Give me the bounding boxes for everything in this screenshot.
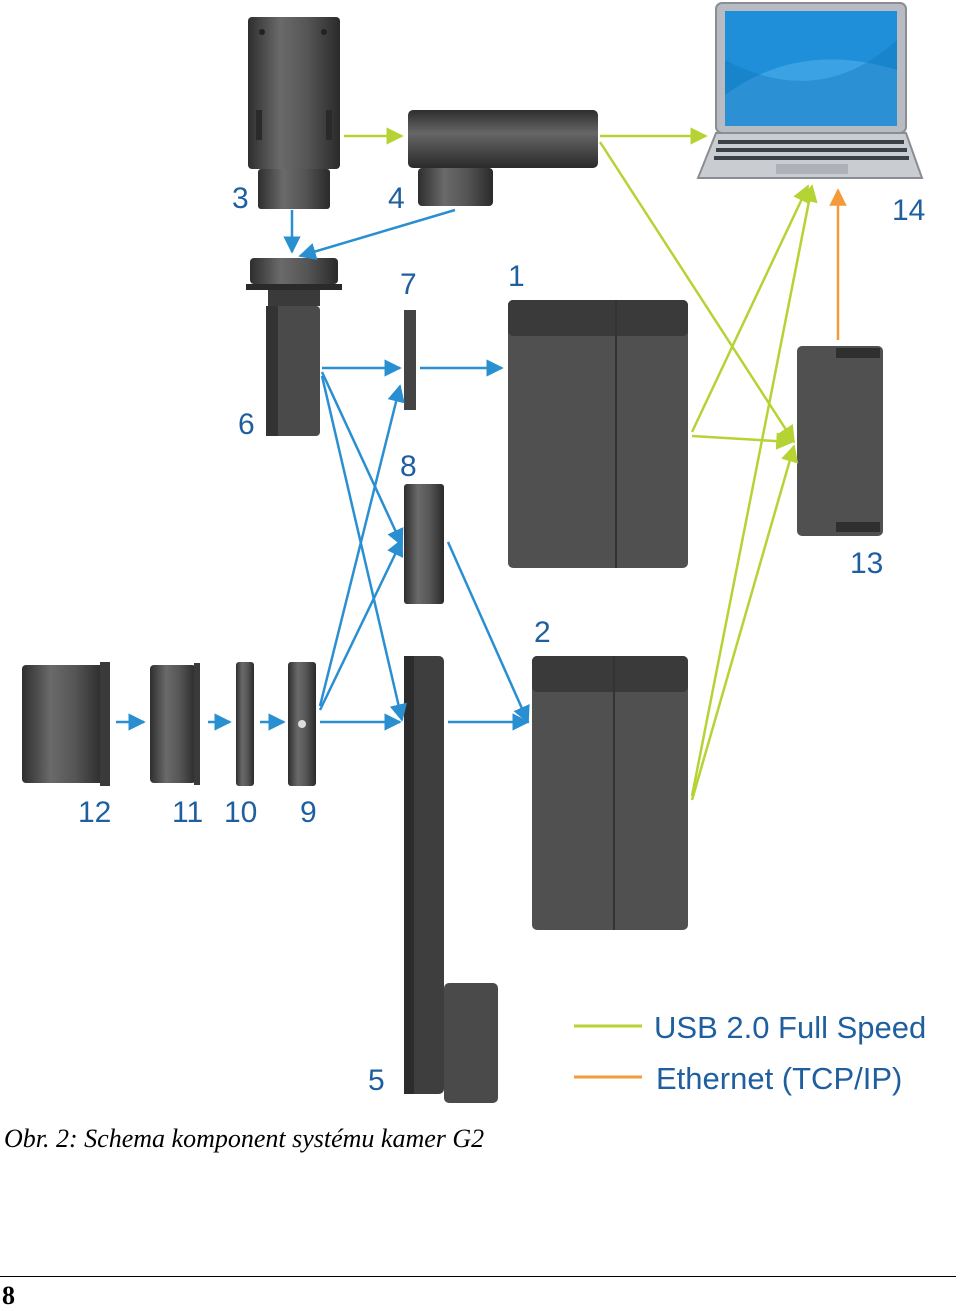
figure-caption: Obr. 2: Schema komponent systému kamer G…: [4, 1124, 485, 1153]
label-14: 14: [892, 194, 925, 227]
control-box-1: [508, 300, 688, 568]
filter-adapter: [246, 258, 342, 436]
legend-ethernet-label: Ethernet (TCP/IP): [656, 1061, 902, 1096]
eyepiece-camera: [248, 17, 340, 209]
label-13: 13: [850, 547, 883, 580]
camera-head-unit: [408, 110, 598, 206]
control-box-2: [532, 656, 688, 930]
label-7: 7: [400, 268, 417, 301]
label-6: 6: [238, 408, 255, 441]
page-number: 8: [2, 1281, 15, 1310]
label-8: 8: [400, 450, 417, 483]
adapter-ring-9: [288, 662, 316, 786]
spacer-ring-10: [236, 662, 254, 786]
label-11: 11: [172, 796, 203, 829]
filter-plate: [404, 310, 416, 410]
label-4: 4: [388, 182, 405, 215]
label-10: 10: [224, 796, 257, 829]
label-5: 5: [368, 1064, 385, 1097]
laptop-computer: [696, 2, 924, 179]
label-9: 9: [300, 796, 317, 829]
legend: USB 2.0 Full Speed Ethernet (TCP/IP): [574, 1010, 926, 1096]
optical-path-arrows: [116, 208, 530, 731]
usb-connection-lines: [344, 127, 818, 801]
adapter-ring-11: [150, 663, 200, 785]
telescope-adapter-12: [22, 662, 110, 786]
label-1: 1: [508, 260, 525, 293]
filter-block: [404, 484, 444, 604]
label-12: 12: [78, 796, 111, 829]
label-3: 3: [232, 182, 249, 215]
ethernet-adapter-box: [797, 346, 883, 536]
label-2: 2: [534, 616, 551, 649]
footer-divider: [0, 1276, 956, 1277]
legend-usb-label: USB 2.0 Full Speed: [654, 1010, 926, 1045]
guiding-arm: [404, 656, 498, 1103]
